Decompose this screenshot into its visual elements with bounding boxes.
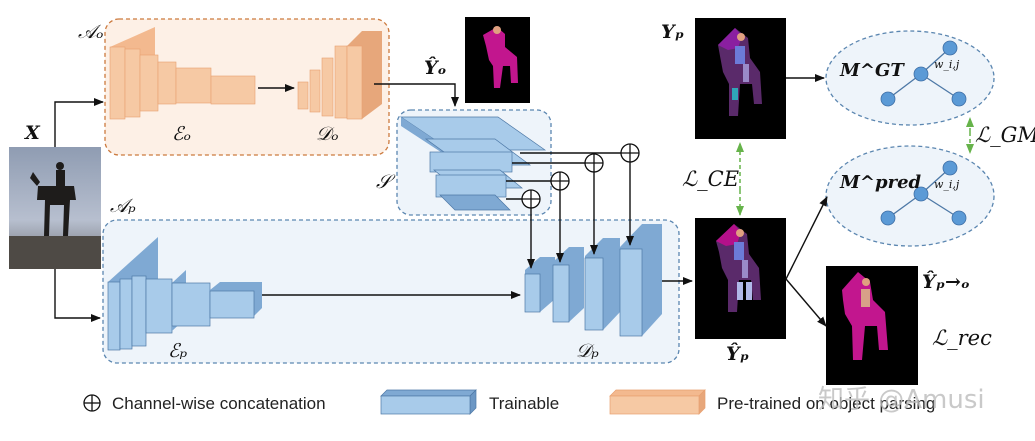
ground-truth-part-parsing — [695, 18, 786, 139]
label-L-rec: ℒ_rec — [932, 326, 992, 350]
label-Y-p: Yₚ — [661, 21, 684, 43]
label-Y-p-hat: Ŷₚ — [726, 342, 749, 365]
graph-pred — [825, 145, 995, 247]
label-M-GT: M^GT — [839, 60, 905, 81]
label-Y-o-hat: Ŷₒ — [424, 56, 446, 79]
label-w-ij-gt: w_i,j — [934, 58, 960, 71]
label-L-GM: ℒ_GM — [975, 123, 1035, 147]
predicted-part-parsing — [695, 218, 786, 339]
label-D-o: 𝒟ₒ — [316, 123, 338, 145]
label-X: X — [24, 122, 41, 144]
watermark: 知乎 @Amusi — [818, 385, 985, 415]
label-E-p: ℰₚ — [168, 340, 188, 362]
legend: Channel-wise concatenation Trainable Pre… — [83, 389, 935, 415]
concat-node-4 — [521, 189, 541, 209]
input-image — [9, 147, 101, 269]
concat-node-1 — [620, 143, 640, 163]
label-E-o: ℰₒ — [172, 123, 191, 145]
encoder-object — [109, 27, 256, 120]
label-M-pred: M^pred — [839, 172, 922, 193]
label-A-p: 𝒜ₚ — [110, 195, 136, 217]
loss-arrows — [736, 117, 974, 216]
label-D-p: 𝒟ₚ — [576, 340, 599, 362]
legend-pretrained-label: Pre-trained on object parsing — [717, 394, 935, 413]
concat-node-3 — [550, 171, 570, 191]
concat-nodes — [521, 143, 640, 209]
legend-concat-label: Channel-wise concatenation — [112, 394, 326, 413]
legend-trainable-swatch — [380, 389, 477, 415]
label-L-CE: ℒ_CE — [682, 167, 739, 191]
label-w-ij-pred: w_i,j — [934, 178, 960, 191]
legend-pretrained-swatch — [609, 389, 706, 415]
object-parsing-output — [465, 17, 530, 103]
label-A-o: 𝒜ₒ — [78, 21, 103, 43]
graph-gt — [825, 30, 995, 126]
reconstructed-object-parsing — [826, 266, 918, 385]
decoder-object — [297, 31, 382, 120]
encoder-part — [107, 237, 262, 351]
legend-concat-symbol — [83, 394, 101, 412]
connectors — [54, 74, 828, 327]
legend-trainable-label: Trainable — [489, 394, 559, 413]
shared-module — [399, 116, 547, 211]
concat-node-2 — [584, 153, 604, 173]
label-Y-p-to-o: Ŷₚ→ₒ — [922, 270, 970, 293]
label-S: 𝒮 — [376, 171, 396, 193]
part-branch-region — [102, 219, 680, 364]
decoder-part — [524, 224, 662, 337]
